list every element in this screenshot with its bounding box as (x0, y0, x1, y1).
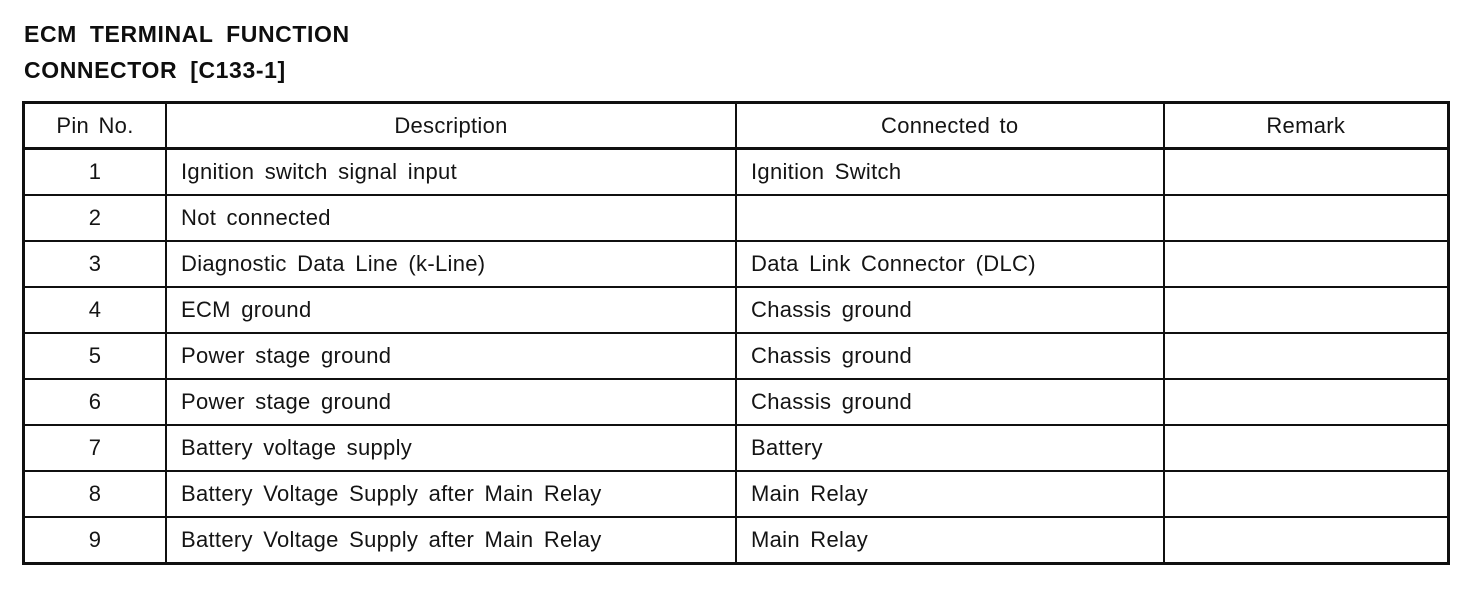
table-row: 4 ECM ground Chassis ground (22, 286, 1450, 334)
connected-to-cell: Chassis ground (735, 378, 1165, 426)
pin-number-cell: 1 (22, 147, 167, 196)
table-body: 1 Ignition switch signal input Ignition … (22, 147, 1450, 565)
connected-to-cell: Battery (735, 424, 1165, 472)
description-cell: Battery voltage supply (165, 424, 737, 472)
connected-to-cell (735, 194, 1165, 242)
table-row: 9 Battery Voltage Supply after Main Rela… (22, 516, 1450, 565)
description-cell: Power stage ground (165, 332, 737, 380)
remark-cell (1162, 470, 1450, 518)
remark-cell (1162, 378, 1450, 426)
table-row: 3 Diagnostic Data Line (k-Line) Data Lin… (22, 240, 1450, 288)
table-header: Pin No. Description Connected to Remark (22, 101, 1450, 150)
connected-to-cell: Chassis ground (735, 332, 1165, 380)
pin-number-cell: 2 (22, 194, 167, 242)
description-cell: Power stage ground (165, 378, 737, 426)
remark-cell (1162, 424, 1450, 472)
connected-to-cell: Chassis ground (735, 286, 1165, 334)
connected-to-cell: Main Relay (735, 516, 1165, 565)
remark-cell (1162, 147, 1450, 196)
column-header-description: Description (165, 101, 737, 150)
pin-number-cell: 6 (22, 378, 167, 426)
remark-cell (1162, 516, 1450, 565)
title-block: ECM TERMINAL FUNCTION CONNECTOR [C133-1] (24, 16, 1450, 88)
connector-subtitle: CONNECTOR [C133-1] (24, 57, 286, 83)
pin-number-cell: 8 (22, 470, 167, 518)
table-row: 5 Power stage ground Chassis ground (22, 332, 1450, 380)
connected-to-cell: Data Link Connector (DLC) (735, 240, 1165, 288)
description-cell: Ignition switch signal input (165, 147, 737, 196)
document-page: ECM TERMINAL FUNCTION CONNECTOR [C133-1]… (22, 16, 1450, 565)
table-header-row: Pin No. Description Connected to Remark (22, 101, 1450, 150)
connected-to-cell: Ignition Switch (735, 147, 1165, 196)
description-cell: Diagnostic Data Line (k-Line) (165, 240, 737, 288)
pin-number-cell: 9 (22, 516, 167, 565)
table-row: 6 Power stage ground Chassis ground (22, 378, 1450, 426)
remark-cell (1162, 240, 1450, 288)
pin-number-cell: 3 (22, 240, 167, 288)
description-cell: Battery Voltage Supply after Main Relay (165, 516, 737, 565)
connected-to-cell: Main Relay (735, 470, 1165, 518)
column-header-pin-no: Pin No. (22, 101, 167, 150)
remark-cell (1162, 194, 1450, 242)
page-title: ECM TERMINAL FUNCTION (24, 21, 350, 47)
description-cell: Not connected (165, 194, 737, 242)
remark-cell (1162, 286, 1450, 334)
pin-number-cell: 5 (22, 332, 167, 380)
ecm-terminal-function-table: Pin No. Description Connected to Remark … (22, 101, 1450, 565)
description-cell: ECM ground (165, 286, 737, 334)
column-header-connected-to: Connected to (735, 101, 1165, 150)
column-header-remark: Remark (1162, 101, 1450, 150)
pin-number-cell: 4 (22, 286, 167, 334)
table-row: 8 Battery Voltage Supply after Main Rela… (22, 470, 1450, 518)
pin-number-cell: 7 (22, 424, 167, 472)
remark-cell (1162, 332, 1450, 380)
table-row: 2 Not connected (22, 194, 1450, 242)
description-cell: Battery Voltage Supply after Main Relay (165, 470, 737, 518)
table-row: 7 Battery voltage supply Battery (22, 424, 1450, 472)
table-row: 1 Ignition switch signal input Ignition … (22, 147, 1450, 196)
